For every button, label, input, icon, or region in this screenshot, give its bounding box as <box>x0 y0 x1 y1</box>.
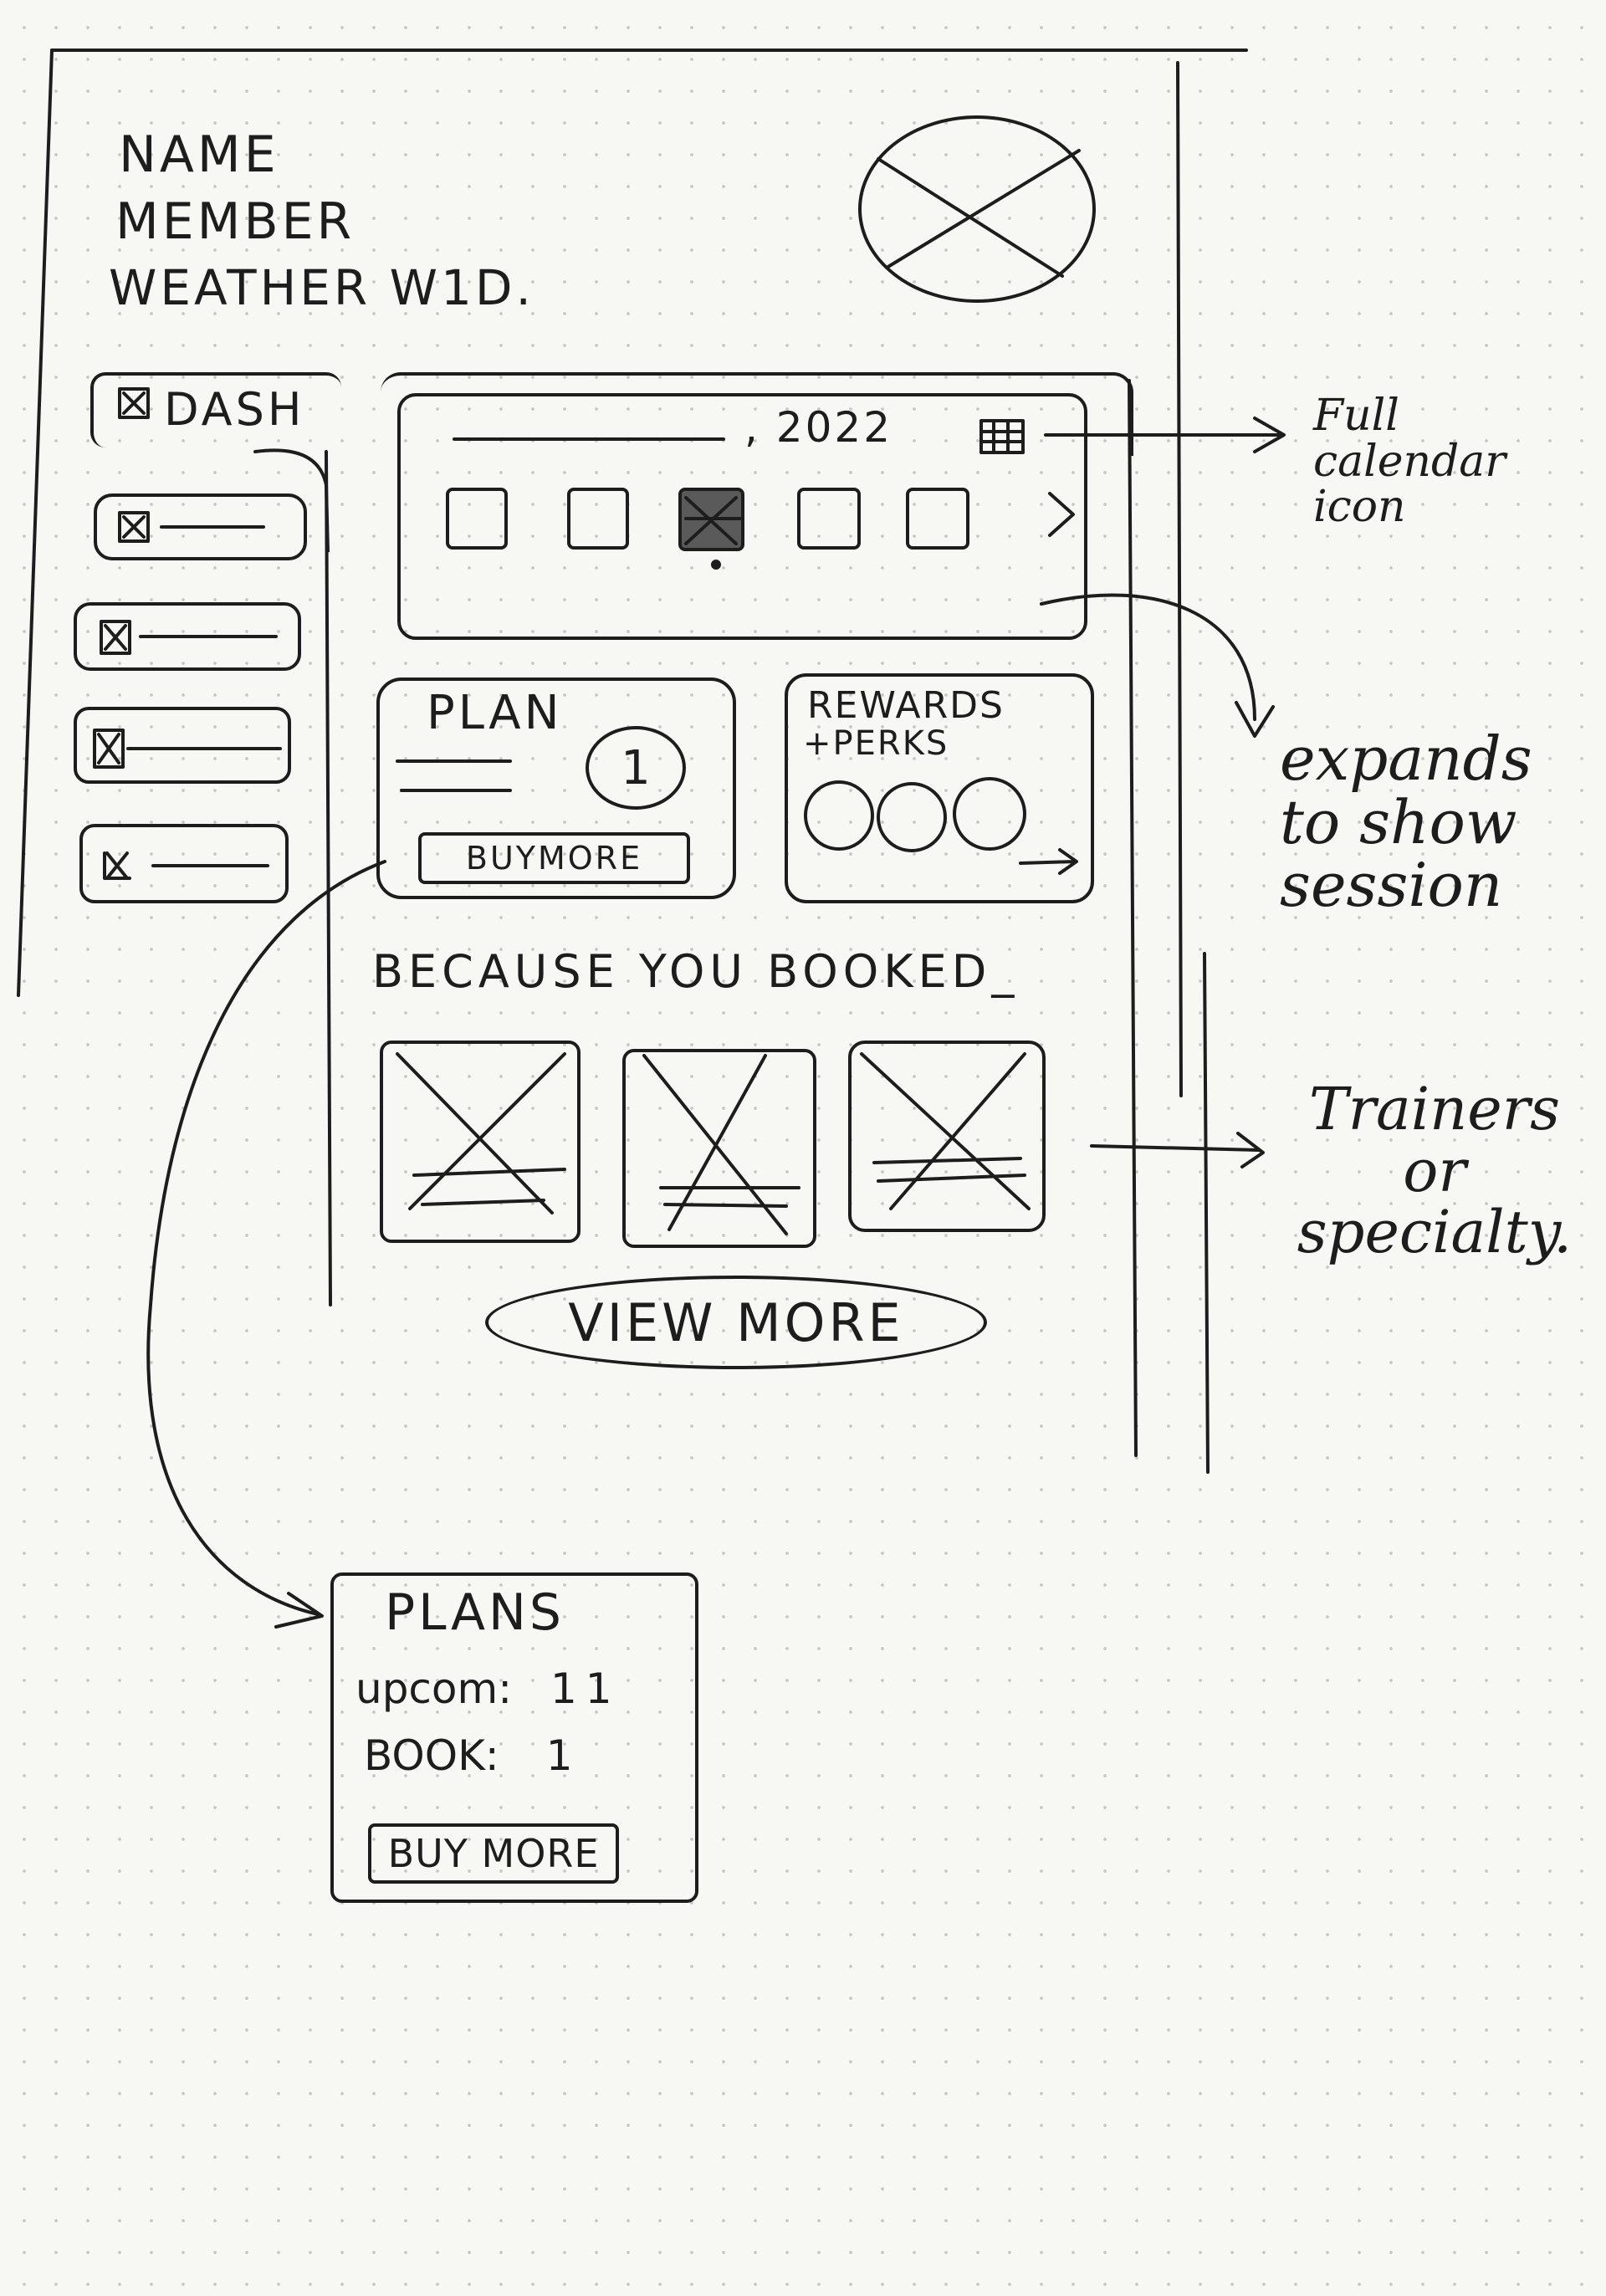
sidebar-dash-edge <box>253 448 330 552</box>
expand-annotation: expands to show session <box>1280 724 1532 921</box>
chevron-right-icon[interactable] <box>1041 489 1083 539</box>
reward-badge-icon <box>804 780 874 851</box>
calendar-annotation: Full calendar icon <box>1313 393 1506 530</box>
day-cell <box>567 488 629 550</box>
perks-title: +PERKS <box>803 724 949 763</box>
upcoming-value: 11 <box>550 1664 621 1713</box>
sidebar-item-label-line <box>126 747 282 750</box>
sidebar-item-label-line <box>151 864 269 867</box>
booked-row: BOOK: 1 <box>364 1731 573 1780</box>
plan-count-badge: 1 <box>586 726 686 810</box>
trainer-card[interactable] <box>376 1037 586 1246</box>
sidebar-item-2[interactable] <box>94 493 307 560</box>
reward-badges <box>804 777 1026 852</box>
calendar-year: , 2022 <box>744 403 893 452</box>
main-content-panel <box>381 372 1133 456</box>
image-placeholder-icon <box>642 1054 788 1235</box>
month-underline <box>453 437 725 441</box>
placeholder-x-icon <box>100 620 131 655</box>
view-more-label: VIEW MORE <box>568 1291 904 1353</box>
annotation-line: to show <box>1280 786 1517 857</box>
plan-title: PLAN <box>427 686 563 740</box>
image-placeholder-icon <box>396 1052 566 1214</box>
annotation-line: calendar <box>1313 436 1506 487</box>
because-heading: BECAUSE YOU BOOKED_ <box>372 945 1020 998</box>
arrow-right-icon[interactable] <box>1016 845 1083 878</box>
calendar-grid-icon[interactable] <box>979 418 1025 455</box>
placeholder-x-icon <box>118 387 150 419</box>
placeholder-x-icon <box>118 511 150 543</box>
calendar-card[interactable] <box>397 393 1087 640</box>
image-placeholder-icon <box>860 1052 1031 1210</box>
annotation-line: or <box>1403 1136 1466 1205</box>
sidebar-item-label-line <box>160 525 265 529</box>
sidebar-item-4[interactable] <box>74 707 291 784</box>
annotation-line: Trainers <box>1308 1075 1561 1143</box>
trainer-card[interactable] <box>845 1037 1054 1238</box>
avatar[interactable] <box>853 109 1104 309</box>
placeholder-x-icon <box>103 851 131 880</box>
buy-more-button[interactable]: BUYMORE <box>418 832 690 884</box>
reward-badge-icon <box>877 782 947 852</box>
sidebar-item-label-line <box>139 635 278 638</box>
rewards-card[interactable] <box>785 673 1094 903</box>
member-name: NAME <box>119 125 279 184</box>
plan-detail-lines <box>396 759 512 792</box>
sidebar-item-5[interactable] <box>79 824 289 903</box>
view-more-button[interactable]: VIEW MORE <box>485 1276 987 1369</box>
reward-badge-icon <box>953 777 1026 851</box>
day-cell <box>797 488 861 550</box>
day-selector <box>446 488 969 570</box>
day-cell <box>906 488 969 550</box>
popup-buy-more-label: BUY MORE <box>387 1831 600 1876</box>
trainer-card[interactable] <box>619 1046 820 1255</box>
plans-popup <box>330 1572 698 1903</box>
sidebar-item-3[interactable] <box>74 602 301 671</box>
booked-value: 1 <box>545 1731 573 1780</box>
upcoming-label: upcom: <box>355 1664 513 1713</box>
sidebar-item-label: DASH <box>164 383 305 436</box>
upcoming-row: upcom: 11 <box>355 1664 621 1713</box>
placeholder-x-icon <box>93 729 125 769</box>
popup-buy-more-button[interactable]: BUY MORE <box>368 1823 619 1884</box>
trainers-annotation: Trainers or specialty. <box>1271 1075 1598 1266</box>
booked-label: BOOK: <box>364 1731 499 1780</box>
plans-popup-title: PLANS <box>385 1583 565 1642</box>
rewards-title: REWARDS <box>807 684 1005 727</box>
member-status: MEMBER <box>115 192 355 251</box>
annotation-line: Full <box>1313 391 1399 441</box>
annotation-line: specialty. <box>1297 1198 1573 1266</box>
annotation-line: session <box>1280 850 1503 921</box>
plan-card[interactable] <box>376 678 736 899</box>
annotation-line: icon <box>1313 482 1406 533</box>
sidebar-item-dash[interactable] <box>90 372 341 447</box>
day-cell <box>446 488 508 550</box>
buy-more-label: BUYMORE <box>465 840 643 877</box>
weather-widget: WEATHER W1D. <box>109 259 534 316</box>
annotation-line: expands <box>1280 724 1532 794</box>
plan-count: 1 <box>621 740 651 795</box>
